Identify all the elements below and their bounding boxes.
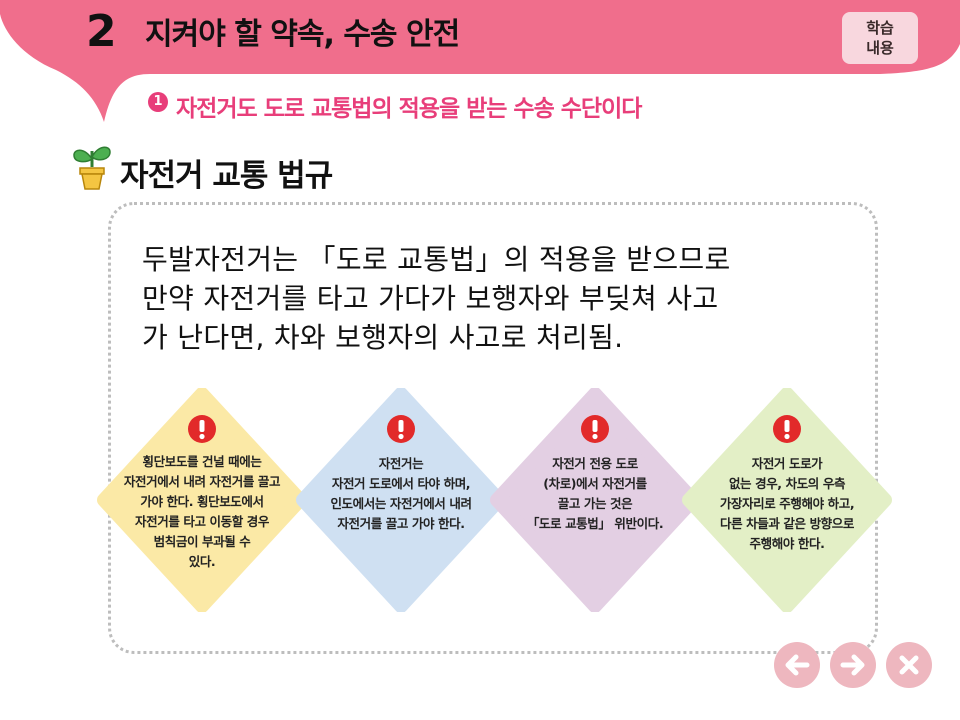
exclamation-icon bbox=[581, 415, 609, 443]
rule-line: 범칙금이 부과될 수 bbox=[153, 534, 251, 549]
header-background bbox=[0, 0, 960, 122]
next-button[interactable] bbox=[830, 642, 876, 688]
diamond-shape bbox=[682, 388, 892, 612]
rule-diamonds: 횡단보도를 건널 때에는 자전거에서 내려 자전거를 끌고 가야 한다. 횡단보… bbox=[96, 388, 916, 618]
body-line: 만약 자전거를 타고 가다가 보행자와 부딪쳐 사고 bbox=[142, 282, 719, 315]
rule-line: 가장자리로 주행해야 하고, bbox=[719, 496, 855, 511]
arrow-left-icon bbox=[785, 654, 810, 676]
rule-line: 자전거 도로가 bbox=[751, 456, 823, 471]
rule-line: 자전거 도로에서 타야 하며, bbox=[331, 476, 471, 491]
rule-line: 자전거 전용 도로 bbox=[552, 456, 638, 471]
rule-text: 자전거 전용 도로 (차로)에서 자전거를 끌고 가는 것은 「도로 교통법」 … bbox=[505, 454, 685, 534]
diamond-shape bbox=[490, 388, 700, 612]
rule-line: 자전거를 타고 이동할 경우 bbox=[135, 514, 269, 529]
rule-line: 자전거는 bbox=[378, 456, 424, 471]
prev-button[interactable] bbox=[774, 642, 820, 688]
rule-card-road-edge: 자전거 도로가 없는 경우, 차도의 우측 가장자리로 주행해야 하고, 다른 … bbox=[681, 388, 893, 612]
subtopic-number-badge: 1 bbox=[148, 92, 168, 112]
subtopic-title: 자전거도 도로 교통법의 적용을 받는 수송 수단이다 bbox=[176, 96, 642, 122]
rule-text: 횡단보도를 건널 때에는 자전거에서 내려 자전거를 끌고 가야 한다. 횡단보… bbox=[112, 452, 292, 572]
rule-card-crosswalk: 횡단보도를 건널 때에는 자전거에서 내려 자전거를 끌고 가야 한다. 횡단보… bbox=[96, 388, 308, 612]
chapter-number: 2 bbox=[86, 6, 117, 57]
body-line: 두발자전거는 「도로 교통법」의 적용을 받으므로 bbox=[142, 243, 731, 276]
rule-line: 끌고 가는 것은 bbox=[557, 496, 633, 511]
close-icon bbox=[899, 655, 919, 675]
rule-line: 주행해야 한다. bbox=[749, 536, 825, 551]
study-button-line2: 내용 bbox=[866, 39, 894, 57]
rule-line: 「도로 교통법」 위반이다. bbox=[526, 516, 664, 531]
rule-line: 있다. bbox=[188, 554, 216, 569]
rule-card-bike-lane: 자전거 전용 도로 (차로)에서 자전거를 끌고 가는 것은 「도로 교통법」 … bbox=[489, 388, 701, 612]
rule-line: 자전거를 끌고 가야 한다. bbox=[337, 516, 465, 531]
close-button[interactable] bbox=[886, 642, 932, 688]
diamond-shape bbox=[97, 388, 307, 612]
rule-line: 가야 한다. 횡단보도에서 bbox=[140, 494, 264, 509]
rule-line: 없는 경우, 차도의 우측 bbox=[728, 476, 846, 491]
section-title: 자전거 교통 법규 bbox=[120, 158, 333, 194]
rule-card-bike-path: 자전거는 자전거 도로에서 타야 하며, 인도에서는 자전거에서 내려 자전거를… bbox=[295, 388, 507, 612]
exclamation-icon bbox=[188, 415, 216, 443]
rule-text: 자전거 도로가 없는 경우, 차도의 우측 가장자리로 주행해야 하고, 다른 … bbox=[697, 454, 877, 554]
rule-line: 인도에서는 자전거에서 내려 bbox=[330, 496, 472, 511]
sprout-pot-icon bbox=[73, 146, 111, 190]
study-button-line1: 학습 bbox=[866, 19, 894, 37]
chapter-title: 지켜야 할 약속, 수송 안전 bbox=[145, 17, 460, 52]
body-text: 두발자전거는 「도로 교통법」의 적용을 받으므로 만약 자전거를 타고 가다가… bbox=[142, 240, 842, 357]
content-box bbox=[108, 202, 878, 654]
arrow-right-icon bbox=[840, 654, 865, 676]
rule-line: 다른 차들과 같은 방향으로 bbox=[720, 516, 854, 531]
exclamation-icon bbox=[773, 415, 801, 443]
rule-line: 자전거에서 내려 자전거를 끌고 bbox=[123, 474, 281, 489]
rule-text: 자전거는 자전거 도로에서 타야 하며, 인도에서는 자전거에서 내려 자전거를… bbox=[311, 454, 491, 534]
rule-line: (차로)에서 자전거를 bbox=[543, 476, 647, 491]
header-band bbox=[0, 0, 960, 130]
exclamation-icon bbox=[387, 415, 415, 443]
study-content-button[interactable]: 학습 내용 bbox=[842, 12, 918, 64]
rule-line: 횡단보도를 건널 때에는 bbox=[142, 454, 262, 469]
body-line: 가 난다면, 차와 보행자의 사고로 처리됨. bbox=[142, 321, 624, 354]
diamond-shape bbox=[296, 388, 506, 612]
